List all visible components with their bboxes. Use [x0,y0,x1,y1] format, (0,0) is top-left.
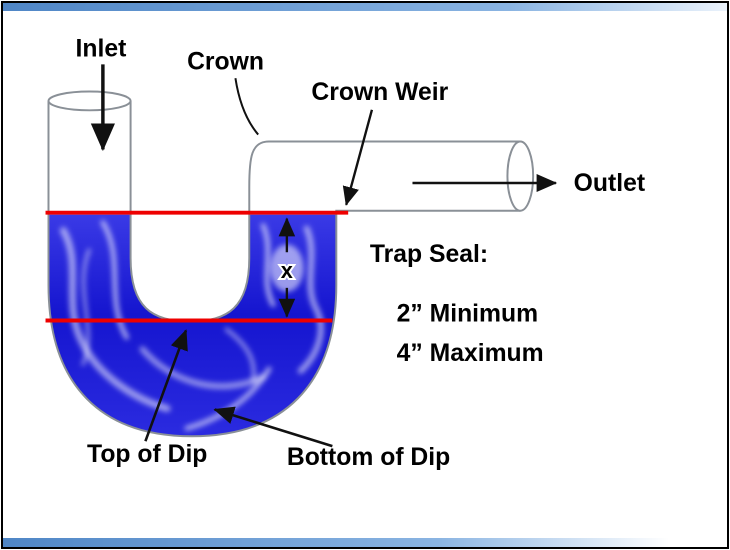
outlet-opening [506,140,535,212]
bottom-accent-bar [3,538,727,547]
outlet-label: Outlet [574,170,645,197]
trap-seal-title: Trap Seal: [370,241,488,268]
crown-label: Crown [187,48,264,75]
inlet-label: Inlet [75,35,126,62]
trap-water [48,214,337,437]
pipe-inner-outline [129,100,521,323]
top-of-dip-label: Top of Dip [87,441,207,468]
p-trap-diagram: x Inlet Crown Crown Weir Outlet Trap Sea… [45,35,645,471]
crown-weir-label: Crown Weir [311,79,448,106]
crown-pointer-line [234,78,259,136]
bottom-of-dip-arrow [213,406,333,448]
top-of-dip-arrow [144,329,188,442]
trap-seal-min: 2” Minimum [397,300,538,327]
water-swirls [59,220,324,431]
trap-seal-max: 4” Maximum [397,340,544,367]
seal-dimension-label: x [281,258,293,283]
pipe-outer-outline [47,100,521,438]
crown-weir-arrow [342,109,374,206]
top-accent-bar [3,3,727,11]
bottom-of-dip-label: Bottom of Dip [287,444,450,471]
inlet-opening [47,90,132,112]
